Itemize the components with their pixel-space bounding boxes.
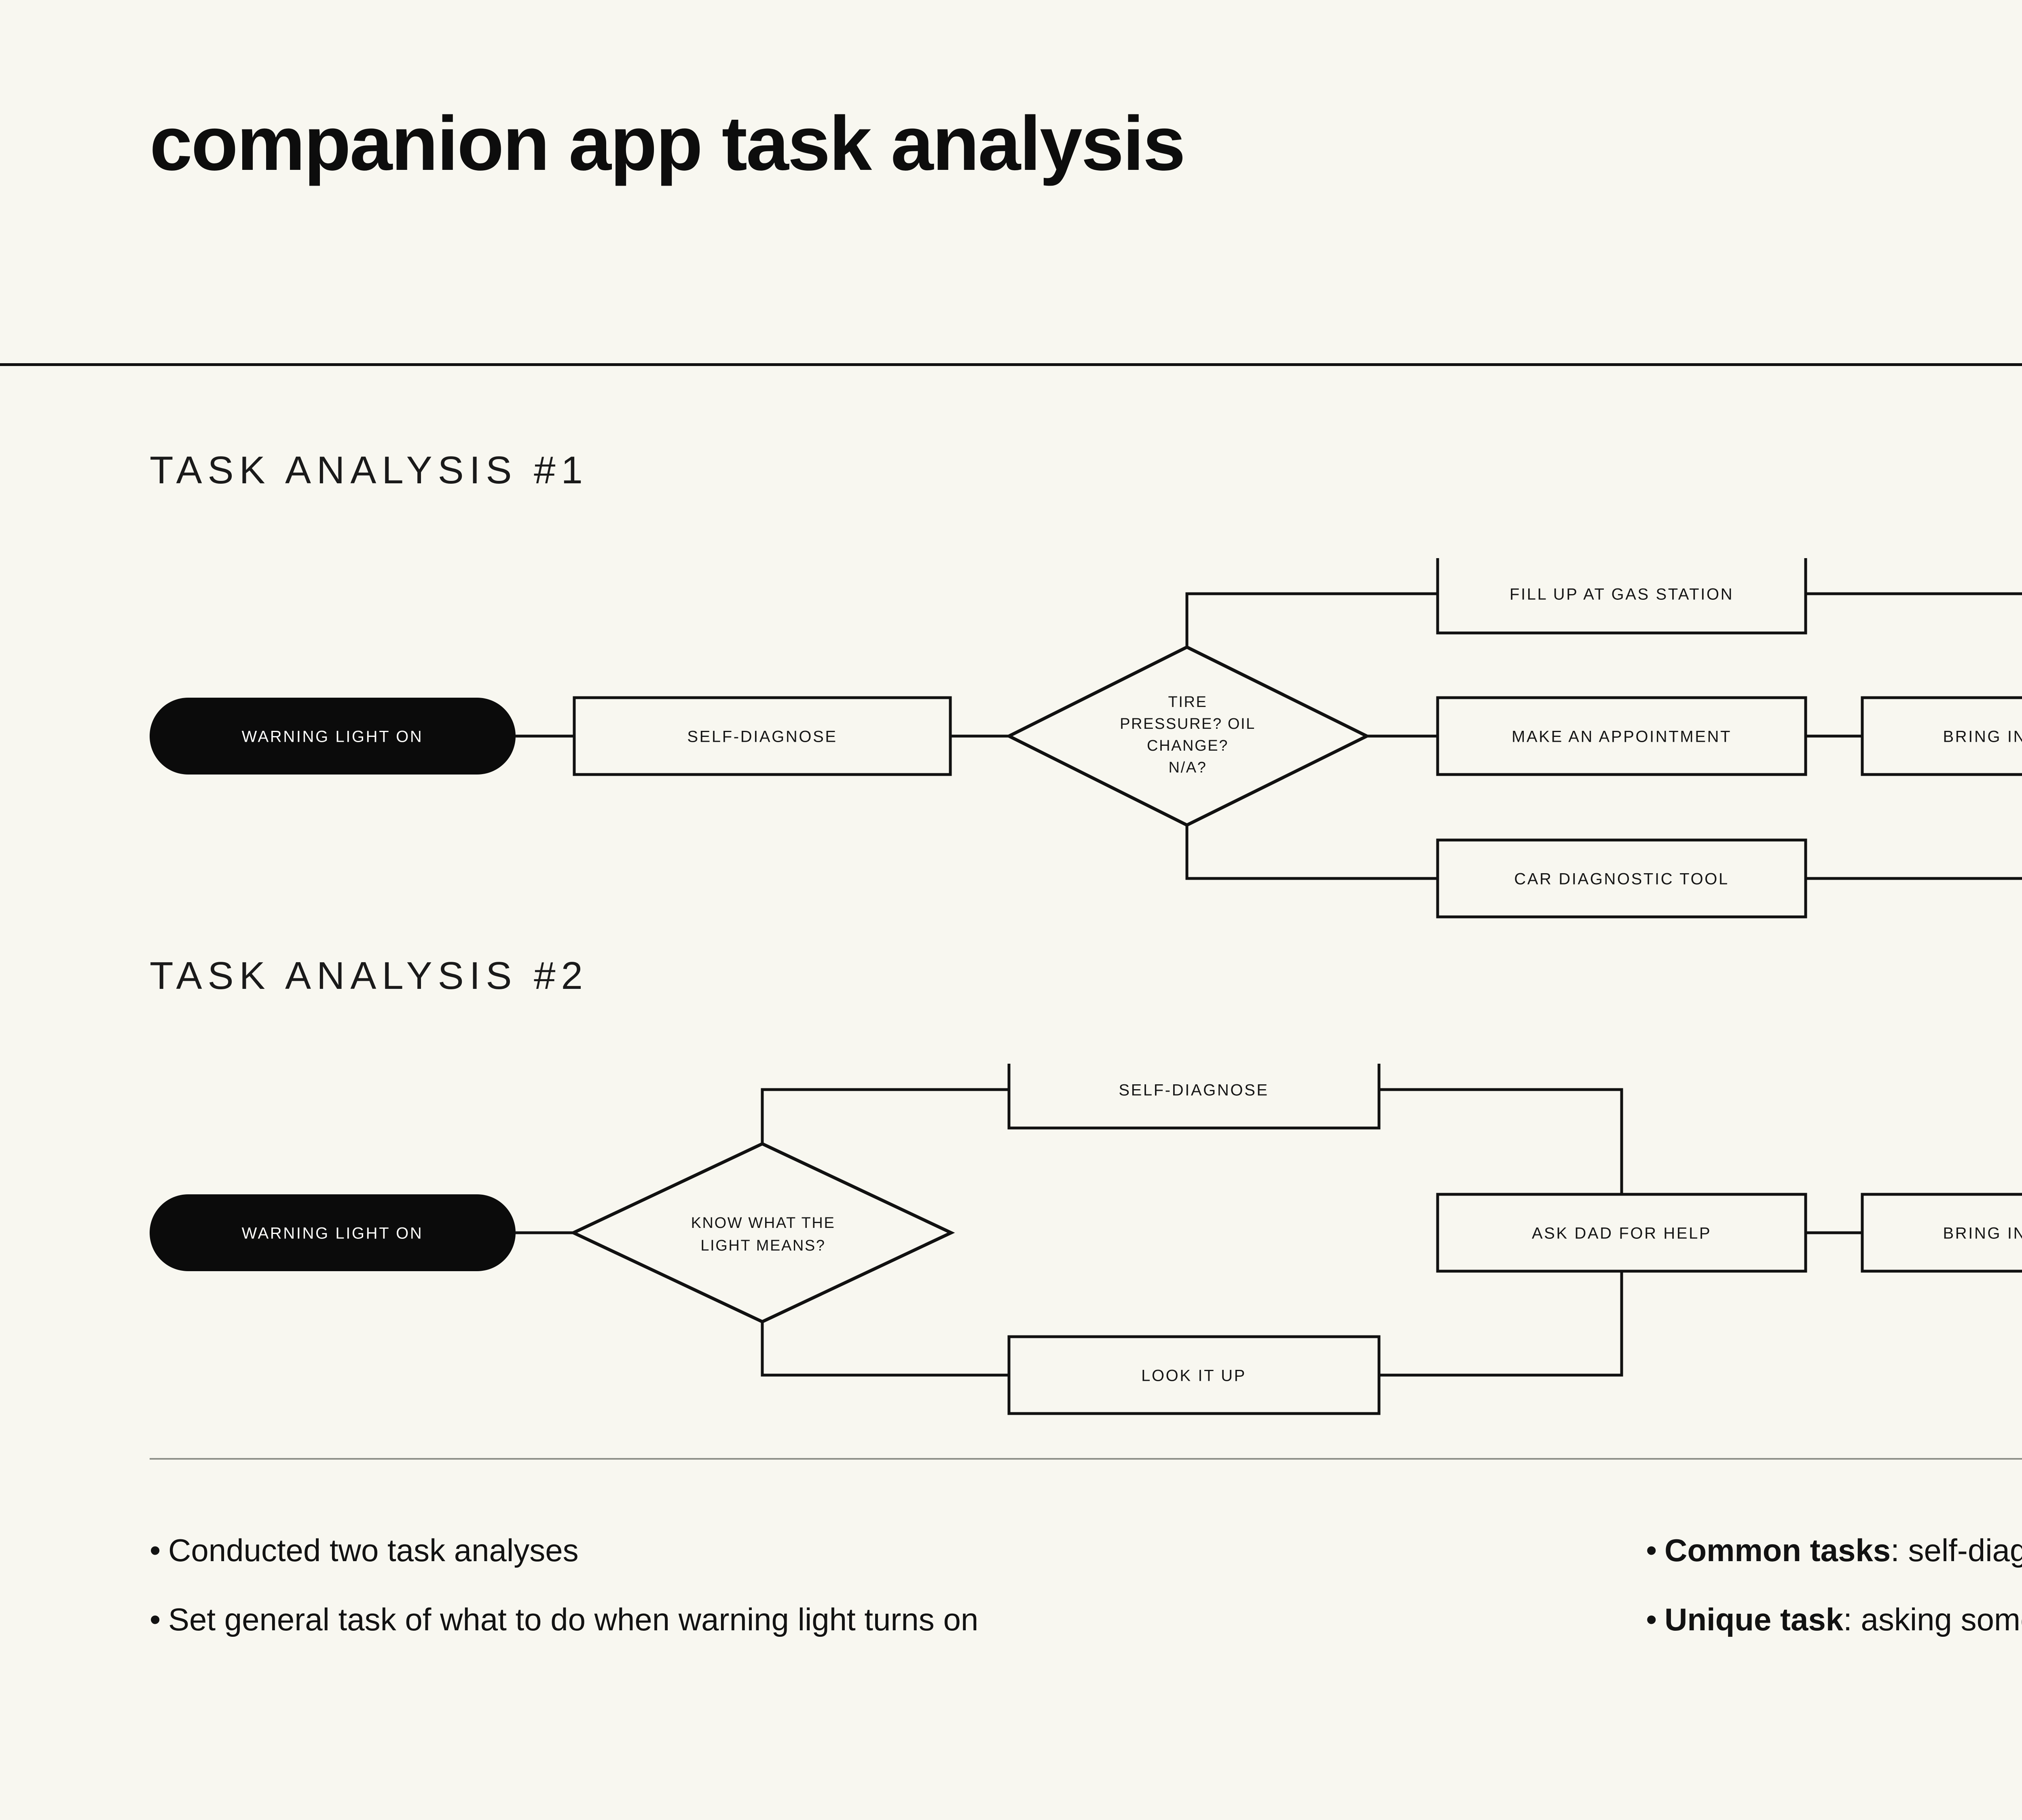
node-warning-light-on[interactable]: WARNING LIGHT ON: [150, 698, 516, 775]
edge-tool-to-shop: [1806, 877, 2022, 880]
node-label-line-1: KNOW WHAT THE: [691, 1215, 835, 1232]
bullet-marker: •: [150, 1602, 161, 1638]
bullet-marker: •: [150, 1532, 161, 1568]
bullet-text: Conducted two task analyses: [168, 1532, 579, 1568]
edge-gas-to-problem-fixed: [1806, 592, 2022, 595]
edge-decision-to-look-it-up: [761, 1322, 1009, 1377]
page-title: companion app task analysis: [150, 101, 1186, 186]
node-car-diagnostic-tool[interactable]: CAR DIAGNOSTIC TOOL: [1436, 838, 1807, 918]
node-bring-into-car-shop[interactable]: BRING INTO CAR SHOP: [1861, 696, 2022, 776]
list-item: • Set general task of what to do when wa…: [150, 1602, 1646, 1637]
node-fill-up-at-gas-station[interactable]: FILL UP AT GAS STATION: [1436, 558, 1807, 635]
node-ask-dad-for-help[interactable]: ASK DAD FOR HELP: [1436, 1193, 1807, 1273]
node-look-it-up[interactable]: LOOK IT UP: [1007, 1335, 1381, 1415]
node-label: SELF-DIAGNOSE: [1119, 1081, 1269, 1099]
takeaways-left-column: • Conducted two task analyses • Set gene…: [150, 1532, 1646, 1638]
node-make-an-appointment[interactable]: MAKE AN APPOINTMENT: [1436, 696, 1807, 776]
node-label: CAR DIAGNOSTIC TOOL: [1514, 870, 1729, 888]
node-self-diagnose[interactable]: SELF-DIAGNOSE: [1007, 1064, 1381, 1130]
node-label-line-2: LIGHT MEANS?: [700, 1237, 825, 1254]
node-decision-maintenance-type[interactable]: TIRE PRESSURE? OIL CHANGE? N/A?: [1005, 645, 1371, 827]
flowchart-task-analysis-2: WARNING LIGHT ON KNOW WHAT THE LIGHT MEA…: [0, 1064, 2022, 1468]
takeaways-right-column: • Common tasks : self-diagnosing issues …: [1646, 1532, 2022, 1638]
node-bring-into-car-shop[interactable]: BRING INTO CAR SHOP: [1861, 1193, 2022, 1273]
edge-decision-to-self-diagnose: [761, 1088, 1009, 1144]
list-item: • Common tasks : self-diagnosing issues …: [1646, 1532, 2022, 1568]
title-divider: [0, 363, 2022, 366]
bullet-text: : self-diagnosing issues & bringing car …: [1891, 1532, 2022, 1568]
node-warning-light-on[interactable]: WARNING LIGHT ON: [150, 1194, 516, 1271]
node-label: SELF-DIAGNOSE: [687, 728, 837, 746]
title-area: companion app task analysis: [0, 0, 2022, 366]
node-label: LOOK IT UP: [1141, 1367, 1246, 1385]
edge-decision-to-tool: [1185, 825, 1438, 880]
takeaways-divider: [150, 1458, 2022, 1460]
bullet-lead-label: Unique task: [1665, 1602, 1844, 1638]
node-label: MAKE AN APPOINTMENT: [1512, 728, 1732, 746]
node-label: WARNING LIGHT ON: [242, 1225, 423, 1242]
section-heading-2: TASK ANALYSIS #2: [150, 954, 588, 997]
flowchart-task-analysis-1: WARNING LIGHT ON SELF-DIAGNOSE TIRE PRES…: [0, 558, 2022, 963]
node-label: WARNING LIGHT ON: [242, 728, 423, 746]
bullet-text: : asking someone not involved in the ser…: [1843, 1602, 2022, 1638]
edge-look-it-up-to-ask-dad: [1379, 1271, 1623, 1377]
edge-self-diagnose-to-ask-dad: [1379, 1088, 1623, 1194]
flow1-edges: [516, 592, 2022, 880]
node-label-line-4: N/A?: [1169, 759, 1207, 776]
bullet-marker: •: [1646, 1532, 1657, 1568]
section-heading-1: TASK ANALYSIS #1: [150, 449, 588, 492]
node-label-line-2: PRESSURE? OIL: [1120, 715, 1256, 732]
node-decision-know-light-meaning[interactable]: KNOW WHAT THE LIGHT MEANS?: [569, 1142, 955, 1324]
node-label-line-1: TIRE: [1168, 694, 1208, 711]
node-label: ASK DAD FOR HELP: [1532, 1225, 1711, 1242]
bullet-text: Set general task of what to do when warn…: [168, 1602, 979, 1638]
node-self-diagnose[interactable]: SELF-DIAGNOSE: [573, 696, 952, 776]
bullet-marker: •: [1646, 1602, 1657, 1638]
list-item: • Unique task : asking someone not invol…: [1646, 1602, 2022, 1637]
takeaways-section: • Conducted two task analyses • Set gene…: [150, 1532, 2022, 1638]
bullet-lead-label: Common tasks: [1665, 1532, 1891, 1568]
edge-decision-to-gas: [1185, 592, 1438, 647]
flow2-edges: [516, 1088, 1862, 1377]
node-label-line-3: CHANGE?: [1147, 737, 1229, 754]
list-item: • Conducted two task analyses: [150, 1532, 1646, 1568]
node-label: BRING INTO CAR SHOP: [1943, 1225, 2022, 1242]
node-label: FILL UP AT GAS STATION: [1510, 586, 1734, 603]
node-label: BRING INTO CAR SHOP: [1943, 728, 2022, 746]
